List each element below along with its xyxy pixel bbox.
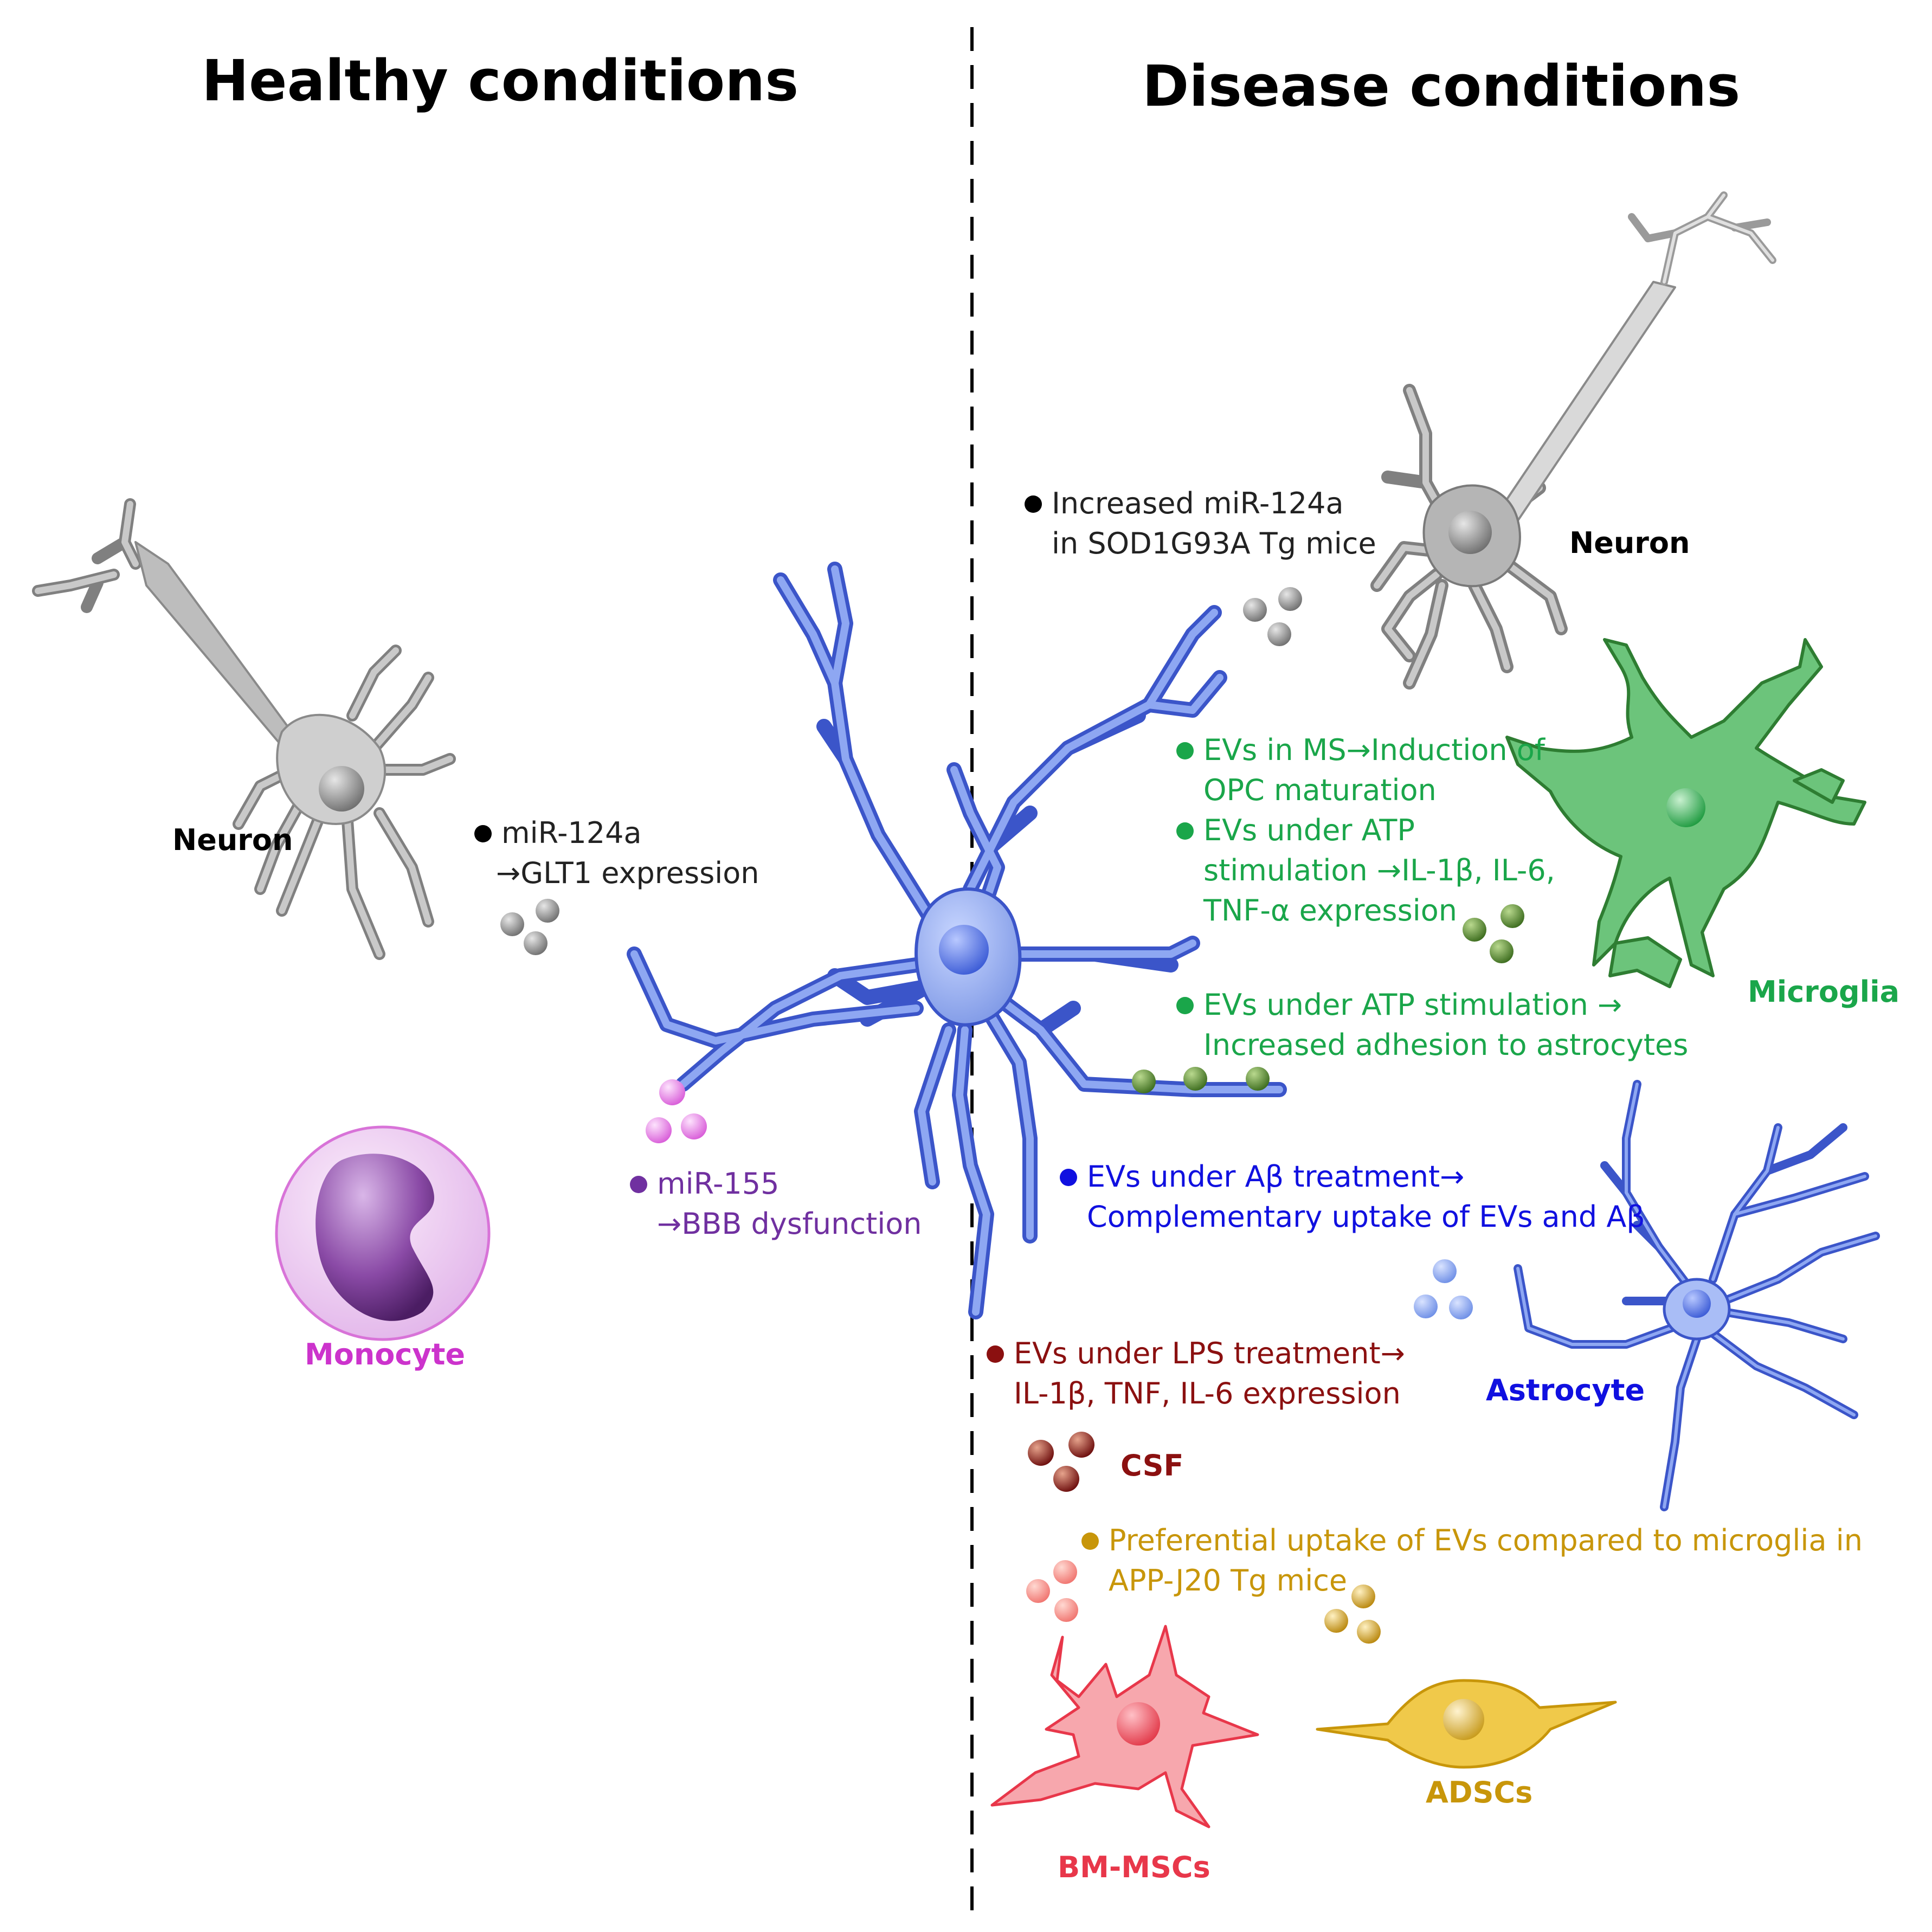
bm-mscs-nucleus xyxy=(1117,1702,1160,1746)
bullet-dot xyxy=(987,1345,1004,1363)
neuron-left-nucleus xyxy=(319,766,364,812)
ev-cluster-neuron-left xyxy=(500,899,559,955)
ev-cluster-monocyte xyxy=(646,1079,707,1143)
note-line: miR-124a xyxy=(501,816,642,850)
ev-row-microglia-adhesion xyxy=(1132,1067,1270,1093)
astrocyte-right xyxy=(1514,1080,1880,1511)
note-microglia-ms: EVs in MS→Induction of OPC maturation xyxy=(1176,730,1545,810)
bullet-dot xyxy=(474,825,492,842)
microglia-nucleus xyxy=(1666,788,1705,827)
csf-label: CSF xyxy=(1120,1448,1184,1483)
note-line: EVs under ATP xyxy=(1203,813,1415,847)
note-microglia-atp-adhesion: EVs under ATP stimulation → Increased ad… xyxy=(1176,985,1689,1065)
note-line: EVs in MS→Induction of xyxy=(1203,733,1545,767)
note-line: EVs under Aβ treatment→ xyxy=(1087,1160,1465,1194)
note-line: EVs under ATP stimulation → xyxy=(1203,988,1622,1022)
disease-heading: Disease conditions xyxy=(1142,53,1741,119)
note-line: miR-155 xyxy=(657,1167,780,1201)
astrocyte-center xyxy=(627,562,1287,1319)
adscs-label: ADSCs xyxy=(1426,1775,1533,1809)
astrocyte-center-nucleus xyxy=(939,925,989,975)
note-line: EVs under LPS treatment→ xyxy=(1014,1336,1405,1370)
note-microglia-atp-cytokines: EVs under ATP stimulation →IL-1β, IL-6, … xyxy=(1176,810,1555,931)
bullet-dot xyxy=(1060,1169,1077,1186)
note-healthy-neuron: miR-124a →GLT1 expression xyxy=(474,813,759,893)
bullet-dot xyxy=(1025,495,1042,513)
neuron-right-nucleus xyxy=(1448,511,1492,554)
ev-cluster-bm-mscs xyxy=(1026,1560,1078,1622)
ev-cluster-csf xyxy=(1028,1432,1094,1492)
monocyte-nucleus xyxy=(315,1154,434,1321)
microglia-label: Microglia xyxy=(1748,975,1900,1009)
note-line: IL-1β, TNF, IL-6 expression xyxy=(1014,1376,1401,1411)
ev-cluster-microglia xyxy=(1463,904,1524,963)
note-line: stimulation →IL-1β, IL-6, xyxy=(1203,853,1555,887)
neuron-left-label: Neuron xyxy=(172,823,293,857)
note-line: →BBB dysfunction xyxy=(657,1207,922,1241)
note-line: TNF-α expression xyxy=(1203,893,1457,928)
bullet-dot xyxy=(630,1176,647,1193)
astrocyte-label: Astrocyte xyxy=(1486,1373,1645,1407)
note-line: in SOD1G93A Tg mice xyxy=(1052,526,1376,561)
note-line: Increased adhesion to astrocytes xyxy=(1203,1028,1689,1062)
note-line: OPC maturation xyxy=(1203,773,1437,807)
note-adscs-uptake: Preferential uptake of EVs compared to m… xyxy=(1081,1521,1863,1601)
adscs-nucleus xyxy=(1443,1699,1484,1740)
bullet-dot xyxy=(1176,742,1194,759)
neuron-left xyxy=(32,498,456,960)
ev-cluster-neuron-right xyxy=(1243,587,1302,646)
monocyte-label: Monocyte xyxy=(305,1337,466,1371)
note-line: APP-J20 Tg mice xyxy=(1109,1563,1348,1598)
note-line: Complementary uptake of EVs and Aβ xyxy=(1087,1200,1645,1234)
note-disease-neuron: Increased miR-124a in SOD1G93A Tg mice xyxy=(1025,484,1376,564)
neuron-right-label: Neuron xyxy=(1569,526,1690,560)
note-line: →GLT1 expression xyxy=(496,856,759,890)
bullet-dot xyxy=(1176,822,1194,840)
ev-cluster-adscs xyxy=(1324,1585,1381,1644)
healthy-heading: Healthy conditions xyxy=(202,48,799,114)
note-astrocyte-abeta: EVs under Aβ treatment→ Complementary up… xyxy=(1060,1157,1645,1237)
bm-mscs-label: BM-MSCs xyxy=(1058,1850,1210,1884)
astrocyte-right-nucleus xyxy=(1683,1290,1711,1318)
note-csf-lps: EVs under LPS treatment→ IL-1β, TNF, IL-… xyxy=(987,1334,1405,1414)
bullet-dot xyxy=(1081,1532,1099,1550)
note-line: Increased miR-124a xyxy=(1052,486,1344,520)
neuron-right xyxy=(1370,191,1776,690)
note-line: Preferential uptake of EVs compared to m… xyxy=(1109,1523,1863,1557)
ev-cluster-astrocyte xyxy=(1414,1259,1473,1319)
note-healthy-monocyte: miR-155 →BBB dysfunction xyxy=(630,1164,922,1244)
bullet-dot xyxy=(1176,997,1194,1014)
